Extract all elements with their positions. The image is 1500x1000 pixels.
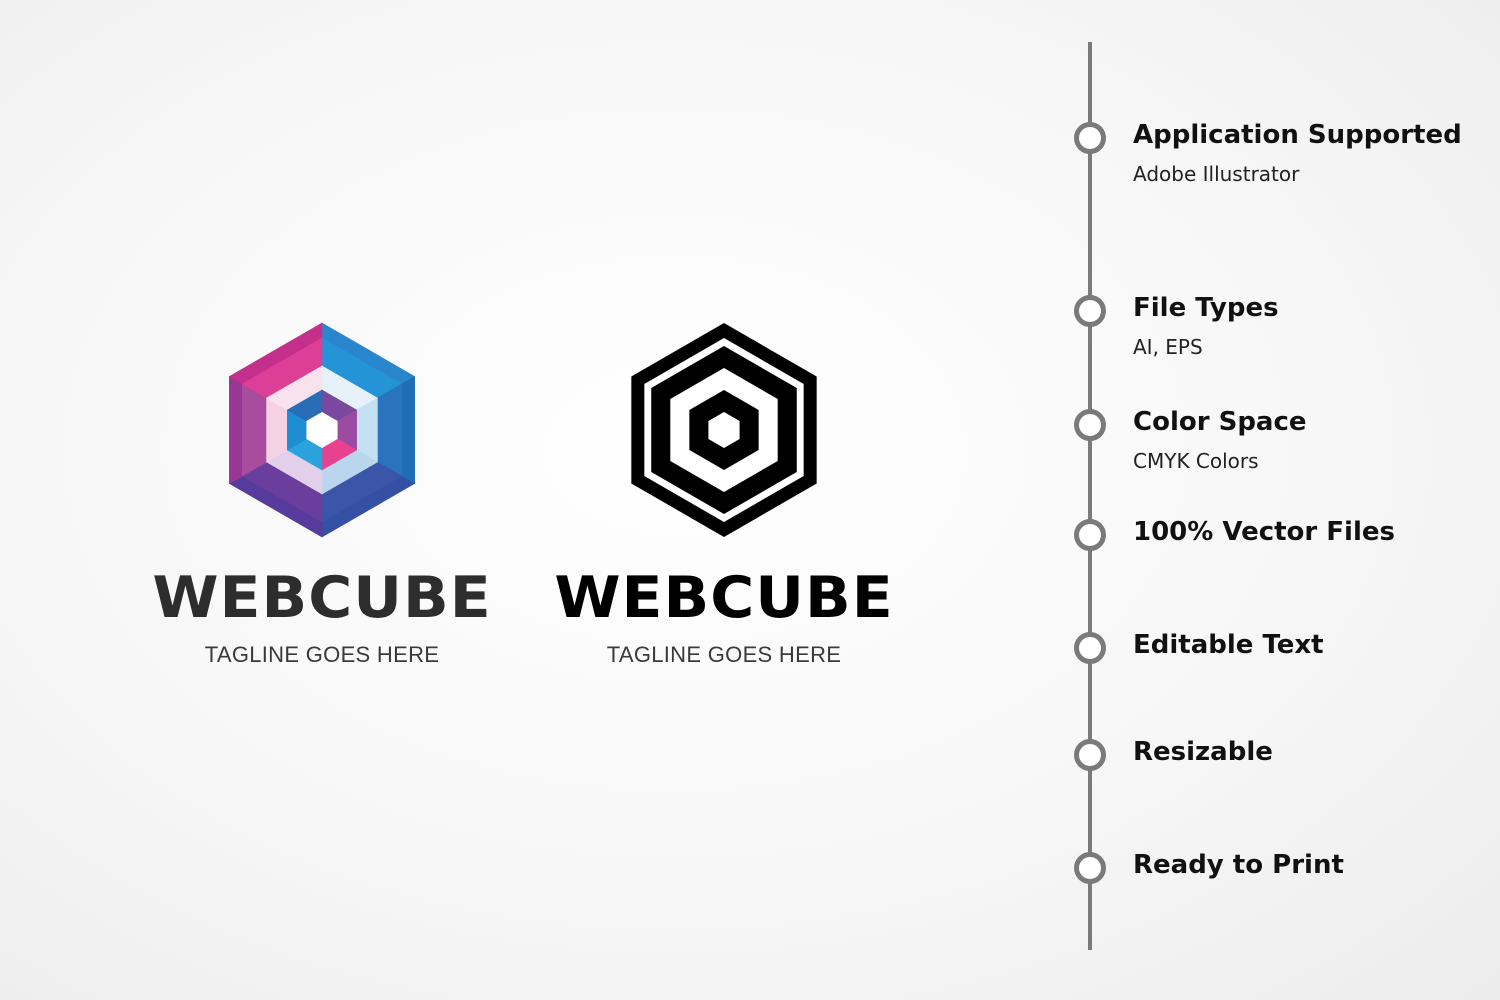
feature-title: 100% Vector Files — [1133, 517, 1395, 547]
feature-title: Application Supported — [1133, 120, 1462, 150]
feature-subtitle: CMYK Colors — [1133, 449, 1259, 473]
timeline-dot-icon — [1074, 409, 1106, 441]
timeline-dot-icon — [1074, 739, 1106, 771]
timeline-line — [1088, 42, 1092, 950]
logo-tagline: TAGLINE GOES HERE — [204, 642, 440, 667]
timeline-dot-icon — [1074, 295, 1106, 327]
feature-subtitle: Adobe Illustrator — [1133, 162, 1300, 186]
black-logo: WEBCUBE TAGLINE GOES HERE — [524, 320, 924, 668]
timeline-dot-icon — [1074, 122, 1106, 154]
timeline-dot-icon — [1074, 632, 1106, 664]
color-logo: WEBCUBE TAGLINE GOES HERE — [122, 320, 522, 668]
feature-title: Ready to Print — [1133, 850, 1344, 880]
logo-tagline: TAGLINE GOES HERE — [606, 642, 842, 667]
hexagon-logo-black-icon — [631, 323, 817, 537]
logo-ring — [306, 412, 338, 448]
feature-title: File Types — [1133, 293, 1279, 323]
logo-ring — [708, 412, 740, 448]
feature-title: Color Space — [1133, 407, 1307, 437]
logo-wordmark: WEBCUBE — [554, 564, 894, 632]
feature-subtitle: AI, EPS — [1133, 335, 1203, 359]
timeline-dot-icon — [1074, 519, 1106, 551]
timeline-dot-icon — [1074, 852, 1106, 884]
feature-title: Resizable — [1133, 737, 1273, 767]
hexagon-logo-color-icon — [228, 322, 416, 538]
feature-title: Editable Text — [1133, 630, 1324, 660]
logo-wordmark: WEBCUBE — [152, 564, 492, 632]
